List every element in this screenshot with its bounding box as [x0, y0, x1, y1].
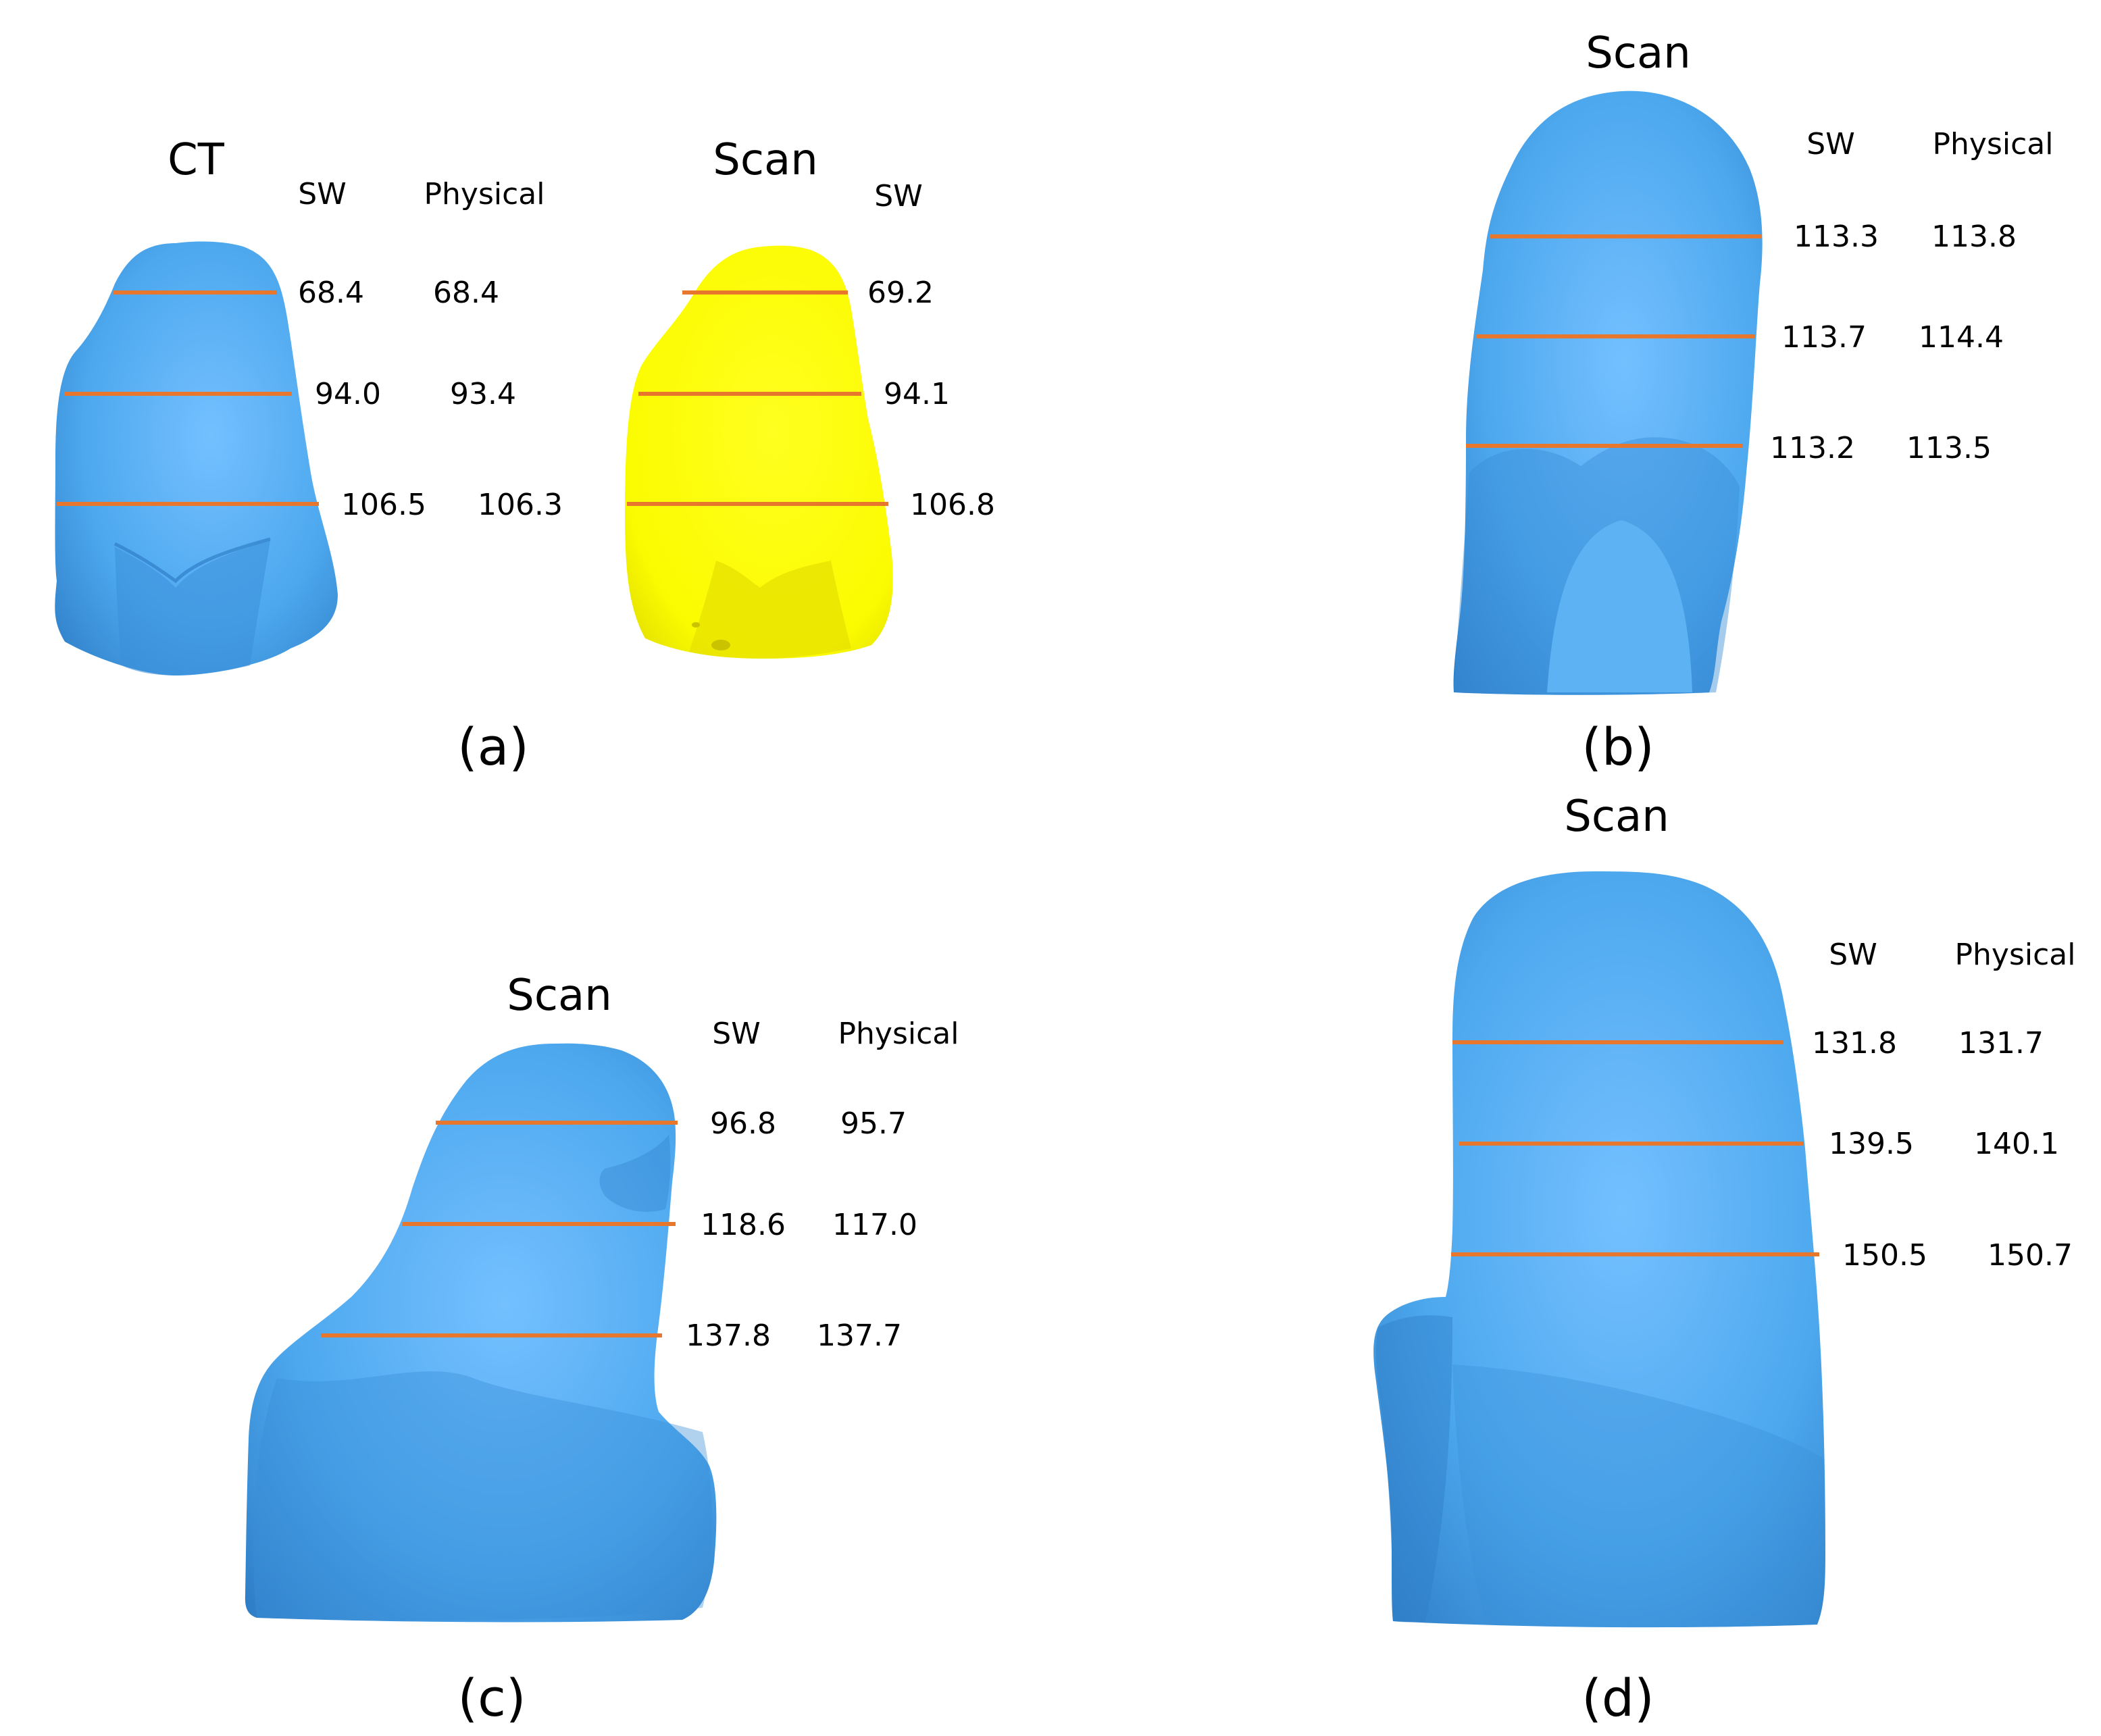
scan-c-header-physical: Physical: [838, 1017, 959, 1051]
scan-model-yellow-shading: [689, 561, 851, 659]
scan-a-row1-sw: 69.2: [867, 276, 934, 310]
scan-b-row1-sw: 113.3: [1794, 220, 1879, 254]
scan-model-b-shape: [1453, 91, 1763, 695]
panel-a-caption: (a): [457, 717, 529, 777]
scan-b-header-physical: Physical: [1933, 127, 2054, 161]
scan-model-d-shape: [1373, 871, 1825, 1628]
panel-d: Scan SW Physical 131.8 131.7 139.5 140.1…: [1373, 792, 2076, 1728]
ct-row3-sw: 106.5: [341, 488, 426, 522]
scan-a-row2-sw: 94.1: [884, 377, 950, 411]
scan-d-row2-physical: 140.1: [1974, 1127, 2059, 1161]
ct-row1-sw: 68.4: [298, 276, 364, 310]
scan-c-row3-sw: 137.8: [686, 1319, 771, 1353]
scan-model-yellow-hole: [692, 622, 700, 628]
scan-b-header-sw: SW: [1806, 127, 1854, 161]
scan-c-header-sw: SW: [712, 1017, 760, 1051]
scan-model-d: [1373, 871, 1825, 1628]
scan-c-row1-physical: 95.7: [840, 1106, 907, 1141]
panel-c: Scan SW Physical 96.8 95.7 118.6 117.0 1…: [245, 971, 959, 1728]
ct-row3-physical: 106.3: [478, 488, 563, 522]
panel-d-caption: (d): [1581, 1668, 1654, 1728]
scan-b-title: Scan: [1586, 28, 1691, 78]
scan-b-row3-physical: 113.5: [1906, 431, 1992, 465]
scan-model-d-fold: [1452, 1364, 1825, 1627]
panel-b: Scan SW Physical 113.3 113.8 113.7 114.4…: [1453, 28, 2054, 777]
ct-row1-physical: 68.4: [433, 276, 499, 310]
scan-model-c-base-shade: [253, 1371, 713, 1620]
scan-model-b-arch-inner: [1547, 520, 1692, 692]
ct-model-fold: [113, 537, 271, 584]
ct-model: [55, 241, 338, 675]
scan-b-row2-sw: 113.7: [1781, 320, 1867, 355]
scan-model-yellow-hole: [711, 640, 730, 650]
scan-b-row2-physical: 114.4: [1919, 320, 2004, 355]
ct-header-sw: SW: [298, 177, 346, 211]
scan-d-header-physical: Physical: [1955, 938, 2076, 972]
scan-c-row2-sw: 118.6: [701, 1208, 786, 1242]
scan-b-row3-sw: 113.2: [1770, 431, 1855, 465]
scan-model-d-side-shade: [1376, 1315, 1452, 1623]
scan-d-header-sw: SW: [1829, 938, 1877, 972]
scan-c-title: Scan: [507, 971, 612, 1021]
scan-d-row2-sw: 139.5: [1829, 1127, 1914, 1161]
scan-model-yellow-shape: [625, 245, 893, 659]
scan-model-c: [245, 1043, 717, 1623]
ct-model-shading: [115, 540, 270, 675]
ct-row2-physical: 93.4: [450, 377, 516, 411]
ct-header-physical: Physical: [424, 177, 545, 211]
panel-c-caption: (c): [457, 1668, 526, 1728]
panel-a: CT SW Physical 68.4 68.4 94.0 93.4 106.5…: [55, 135, 995, 777]
scan-c-row3-physical: 137.7: [817, 1319, 902, 1353]
scan-c-row1-sw: 96.8: [710, 1106, 776, 1141]
panel-b-caption: (b): [1581, 717, 1654, 777]
scan-d-row3-sw: 150.5: [1842, 1238, 1927, 1273]
scan-model-b: [1453, 91, 1763, 695]
scan-d-row3-physical: 150.7: [1988, 1238, 2073, 1273]
ct-row2-sw: 94.0: [315, 377, 381, 411]
scan-model-c-shape: [245, 1043, 717, 1623]
scan-b-row1-physical: 113.8: [1931, 220, 2017, 254]
scan-model-yellow: [625, 245, 893, 659]
scan-model-c-ridge: [599, 1135, 671, 1212]
scan-a-title: Scan: [713, 135, 818, 185]
scan-d-title: Scan: [1564, 792, 1669, 842]
scan-c-row2-physical: 117.0: [832, 1208, 917, 1242]
ct-title: CT: [168, 135, 225, 185]
scan-a-row3-sw: 106.8: [910, 488, 995, 522]
scan-d-row1-sw: 131.8: [1812, 1026, 1897, 1061]
scan-d-row1-physical: 131.7: [1958, 1026, 2044, 1061]
scan-a-header-sw: SW: [874, 179, 922, 213]
